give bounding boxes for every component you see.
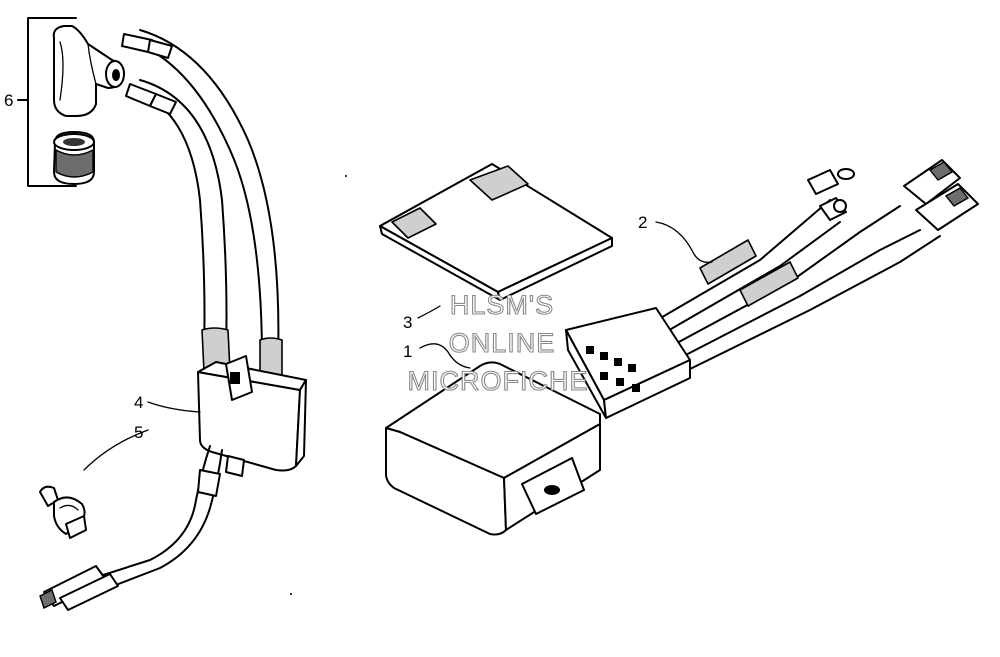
part-1-cdi-unit	[385, 361, 601, 536]
leader-lines	[83, 221, 713, 471]
watermark-line-3: MICROFICHE	[408, 366, 589, 396]
callout-3: 3	[403, 313, 412, 332]
part-2-wire-harness	[565, 159, 979, 419]
callout-1: 1	[403, 342, 412, 361]
leader-4	[147, 401, 201, 413]
part-6-spark-plug-cap	[17, 17, 125, 187]
part-6-grommet	[53, 131, 95, 185]
watermark-line-1: HLSM'S	[450, 290, 554, 320]
watermark: HLSM'S ONLINE MICROFICHE	[407, 289, 589, 396]
part-3-pad	[379, 163, 613, 301]
callout-5: 5	[134, 423, 143, 442]
callout-4: 4	[134, 393, 143, 412]
leader-2	[655, 221, 713, 263]
leader-3	[417, 305, 441, 319]
part-5-clip	[39, 485, 87, 539]
watermark-line-2: ONLINE	[449, 328, 556, 358]
callout-2: 2	[638, 213, 647, 232]
part-4-ignition-coil	[39, 29, 307, 611]
callout-6: 6	[4, 91, 13, 110]
leader-1	[419, 343, 471, 369]
leader-5	[83, 429, 149, 471]
